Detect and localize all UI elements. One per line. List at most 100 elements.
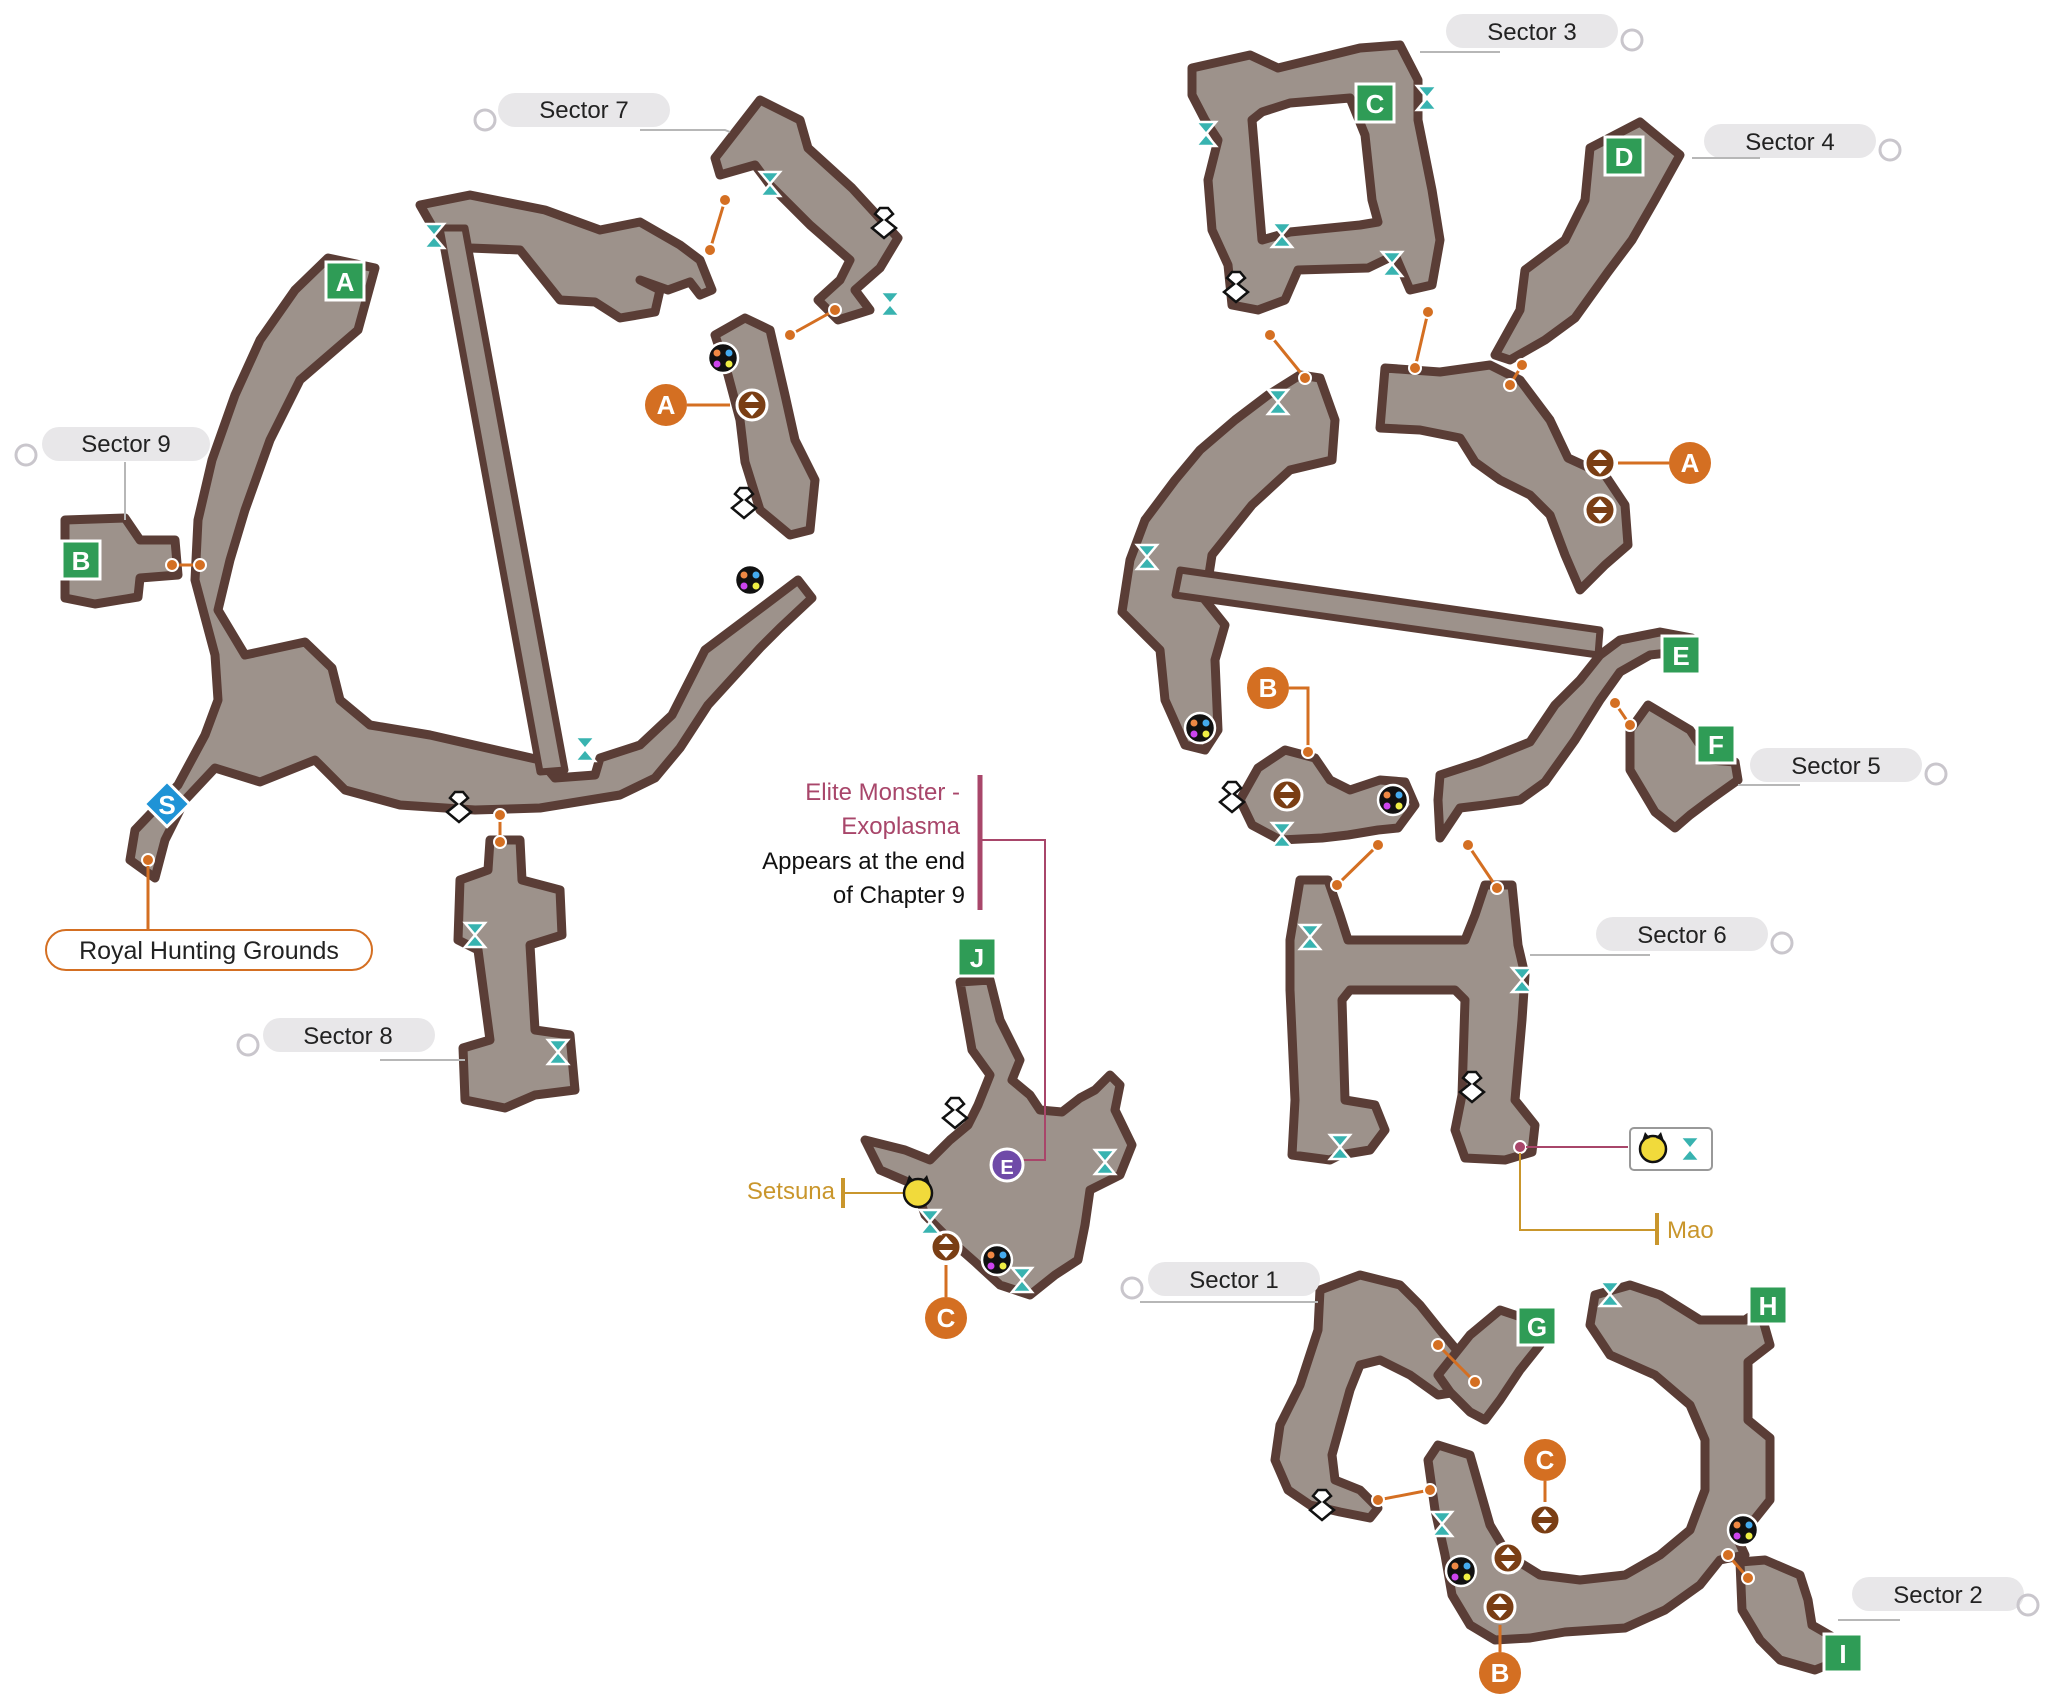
exit-marker-a[interactable]: A (324, 260, 366, 302)
svg-text:J: J (970, 943, 984, 973)
cat-npc-icon[interactable] (1638, 1132, 1668, 1164)
connector-marker-b-top[interactable]: B (1247, 667, 1315, 759)
pot-icon[interactable] (445, 790, 473, 824)
elite-monster-icon[interactable]: E (989, 1147, 1025, 1183)
material-orb-icon[interactable] (1183, 711, 1217, 745)
pot-icon[interactable] (1222, 270, 1250, 304)
material-orb-icon[interactable] (980, 1243, 1014, 1277)
exit-marker-i[interactable]: I (1822, 1632, 1864, 1674)
save-point-icon[interactable] (1429, 1510, 1455, 1538)
svg-text:E: E (1672, 641, 1689, 671)
elevator-icon[interactable] (1528, 1503, 1562, 1537)
room-sector-4-arc (1375, 360, 1633, 595)
save-point-icon[interactable] (1297, 923, 1323, 951)
save-point-icon[interactable] (421, 222, 447, 250)
save-point-icon[interactable] (917, 1208, 943, 1236)
gear-icon (236, 1033, 260, 1057)
exit-marker-f[interactable]: F (1695, 723, 1737, 765)
connector-marker-a-right[interactable]: A (1618, 442, 1711, 484)
exit-marker-b[interactable]: B (60, 539, 102, 581)
svg-text:Mao: Mao (1667, 1217, 1714, 1244)
svg-text:C: C (1536, 1445, 1555, 1475)
save-point-icon[interactable] (1327, 1133, 1353, 1161)
room-main-curve (125, 253, 817, 883)
sector-label-8: Sector 8 (236, 1018, 465, 1061)
pot-icon[interactable] (941, 1096, 969, 1130)
save-point-icon[interactable] (1414, 84, 1440, 112)
exit-marker-e[interactable]: E (1660, 634, 1702, 676)
svg-text:Royal Hunting Grounds: Royal Hunting Grounds (79, 937, 339, 965)
save-point-icon[interactable] (1092, 1148, 1118, 1176)
save-point-icon[interactable] (1677, 1135, 1703, 1163)
connector-marker-c-center[interactable]: C (925, 1265, 967, 1339)
room-sector-6 (1285, 875, 1540, 1165)
elevator-icon[interactable] (1491, 1541, 1525, 1575)
material-orb-icon[interactable] (1376, 783, 1410, 817)
pot-icon[interactable] (730, 486, 758, 520)
svg-text:I: I (1839, 1639, 1846, 1669)
exit-marker-j[interactable]: J (956, 936, 998, 978)
material-orb-icon[interactable] (1726, 1513, 1760, 1547)
elevator-icon[interactable] (1270, 778, 1304, 812)
pot-icon[interactable] (1218, 780, 1246, 814)
svg-text:Exoplasma: Exoplasma (841, 813, 960, 840)
mao-callout: Mao (1513, 1127, 1714, 1245)
save-point-icon[interactable] (1597, 1280, 1623, 1308)
save-point-icon[interactable] (877, 290, 903, 318)
connector-marker-a-left[interactable]: A (645, 384, 730, 426)
pot-icon[interactable] (1458, 1070, 1486, 1104)
exit-marker-h[interactable]: H (1747, 1284, 1789, 1326)
save-point-icon[interactable] (1265, 388, 1291, 416)
save-point-icon[interactable] (1509, 966, 1535, 994)
sector-label-9: Sector 9 (14, 427, 210, 520)
exit-marker-c[interactable]: C (1354, 82, 1396, 124)
material-orb-icon[interactable] (733, 563, 767, 597)
elevator-icon[interactable] (735, 388, 769, 422)
svg-text:Setsuna: Setsuna (747, 1178, 836, 1205)
pot-icon[interactable] (870, 206, 898, 240)
svg-text:Sector 6: Sector 6 (1637, 922, 1726, 949)
gear-icon (1120, 1276, 1144, 1300)
elevator-icon[interactable] (1483, 1590, 1517, 1624)
connector-markers: A A B B C C (645, 384, 1711, 1694)
svg-text:C: C (1366, 89, 1385, 119)
svg-text:F: F (1708, 730, 1724, 760)
svg-text:Sector 1: Sector 1 (1189, 1267, 1278, 1294)
cat-npc-icon[interactable] (902, 1175, 934, 1209)
save-point-icon[interactable] (572, 735, 598, 763)
save-point-icon[interactable] (757, 170, 783, 198)
room-sector-7 (710, 95, 903, 325)
svg-text:S: S (158, 790, 175, 820)
start-marker[interactable]: S (142, 779, 192, 829)
save-point-icon[interactable] (545, 1038, 571, 1066)
elevator-icon[interactable] (929, 1230, 963, 1264)
save-point-icon[interactable] (462, 921, 488, 949)
elevator-icon[interactable] (1583, 493, 1617, 527)
room-top-loop (415, 190, 717, 323)
save-point-icon[interactable] (1009, 1266, 1035, 1294)
sector-label-5: Sector 5 (1738, 748, 1948, 786)
room-sector-3 (1187, 40, 1445, 315)
connector-links (165, 193, 1755, 1585)
material-orb-icon[interactable] (706, 341, 740, 375)
save-point-icon[interactable] (1269, 221, 1295, 249)
svg-text:B: B (72, 546, 91, 576)
room-sector-1 (1270, 1270, 1470, 1523)
connector-marker-b-bottom[interactable]: B (1479, 1625, 1521, 1694)
save-point-icon[interactable] (1379, 250, 1405, 278)
connector-marker-c-right[interactable]: C (1524, 1439, 1566, 1502)
pot-icon[interactable] (1308, 1488, 1336, 1522)
save-point-icon[interactable] (1193, 120, 1219, 148)
bottom-right-map (1270, 1270, 1845, 1675)
save-point-icon[interactable] (1134, 543, 1160, 571)
material-orb-icon[interactable] (1444, 1554, 1478, 1588)
exit-marker-g[interactable]: G (1516, 1305, 1558, 1347)
exit-marker-d[interactable]: D (1603, 135, 1645, 177)
room-sector-5-curve (1433, 627, 1700, 843)
right-map-area (1117, 40, 1743, 1165)
save-point-icon[interactable] (1269, 821, 1295, 849)
save-point-icons (421, 84, 1623, 1538)
elevator-icon[interactable] (1583, 446, 1617, 480)
material-orb-icons (706, 341, 1760, 1588)
svg-text:A: A (1681, 448, 1700, 478)
